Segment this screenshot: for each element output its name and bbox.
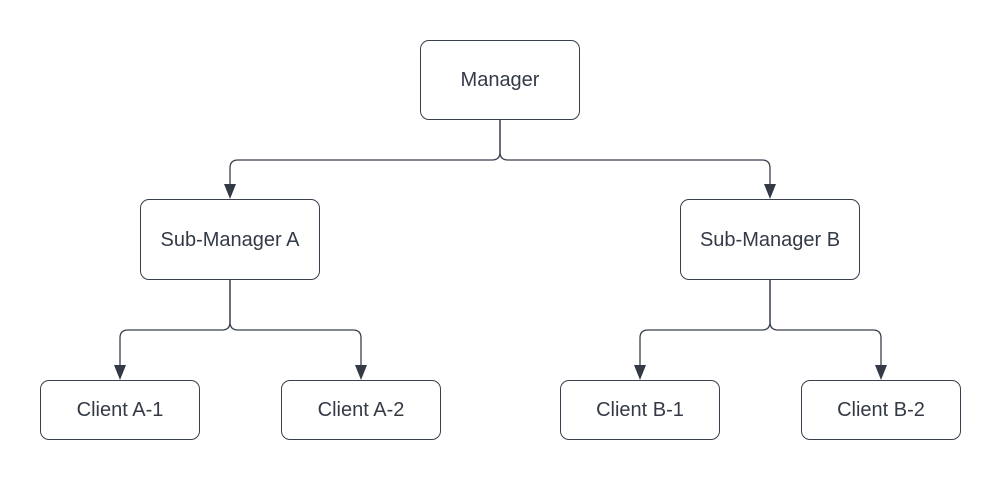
node-client-b-1[interactable]: Client B-1 [560, 380, 720, 440]
arrowhead-client-b1 [634, 365, 646, 380]
node-client-b-2-label: Client B-2 [837, 399, 925, 421]
node-client-a-2-label: Client A-2 [317, 399, 405, 421]
node-client-a-2[interactable]: Client A-2 [281, 380, 441, 440]
connector-sub-b-client-b2 [769, 280, 882, 365]
node-client-a-1-label: Client A-1 [76, 399, 164, 421]
connector-sub-b-client-b1 [639, 280, 771, 365]
arrowhead-client-b2 [875, 365, 887, 380]
node-manager[interactable]: Manager [420, 40, 580, 120]
arrowhead-sub-a [224, 184, 236, 199]
node-client-b-2[interactable]: Client B-2 [801, 380, 961, 440]
node-sub-manager-a-label: Sub-Manager A [160, 228, 300, 251]
arrowhead-sub-b [764, 184, 776, 199]
node-sub-manager-a[interactable]: Sub-Manager A [140, 199, 320, 280]
node-manager-label: Manager [460, 69, 540, 91]
node-client-b-1-label: Client B-1 [596, 399, 684, 421]
arrowhead-client-a1 [114, 365, 126, 380]
arrowhead-client-a2 [355, 365, 367, 380]
connector-sub-a-client-a1 [119, 280, 231, 365]
node-sub-manager-b-label: Sub-Manager B [699, 228, 841, 251]
connector-manager-sub-a [229, 120, 501, 184]
node-sub-manager-b[interactable]: Sub-Manager B [680, 199, 860, 280]
connector-manager-sub-b [499, 120, 771, 184]
node-client-a-1[interactable]: Client A-1 [40, 380, 200, 440]
connector-sub-a-client-a2 [229, 280, 362, 365]
